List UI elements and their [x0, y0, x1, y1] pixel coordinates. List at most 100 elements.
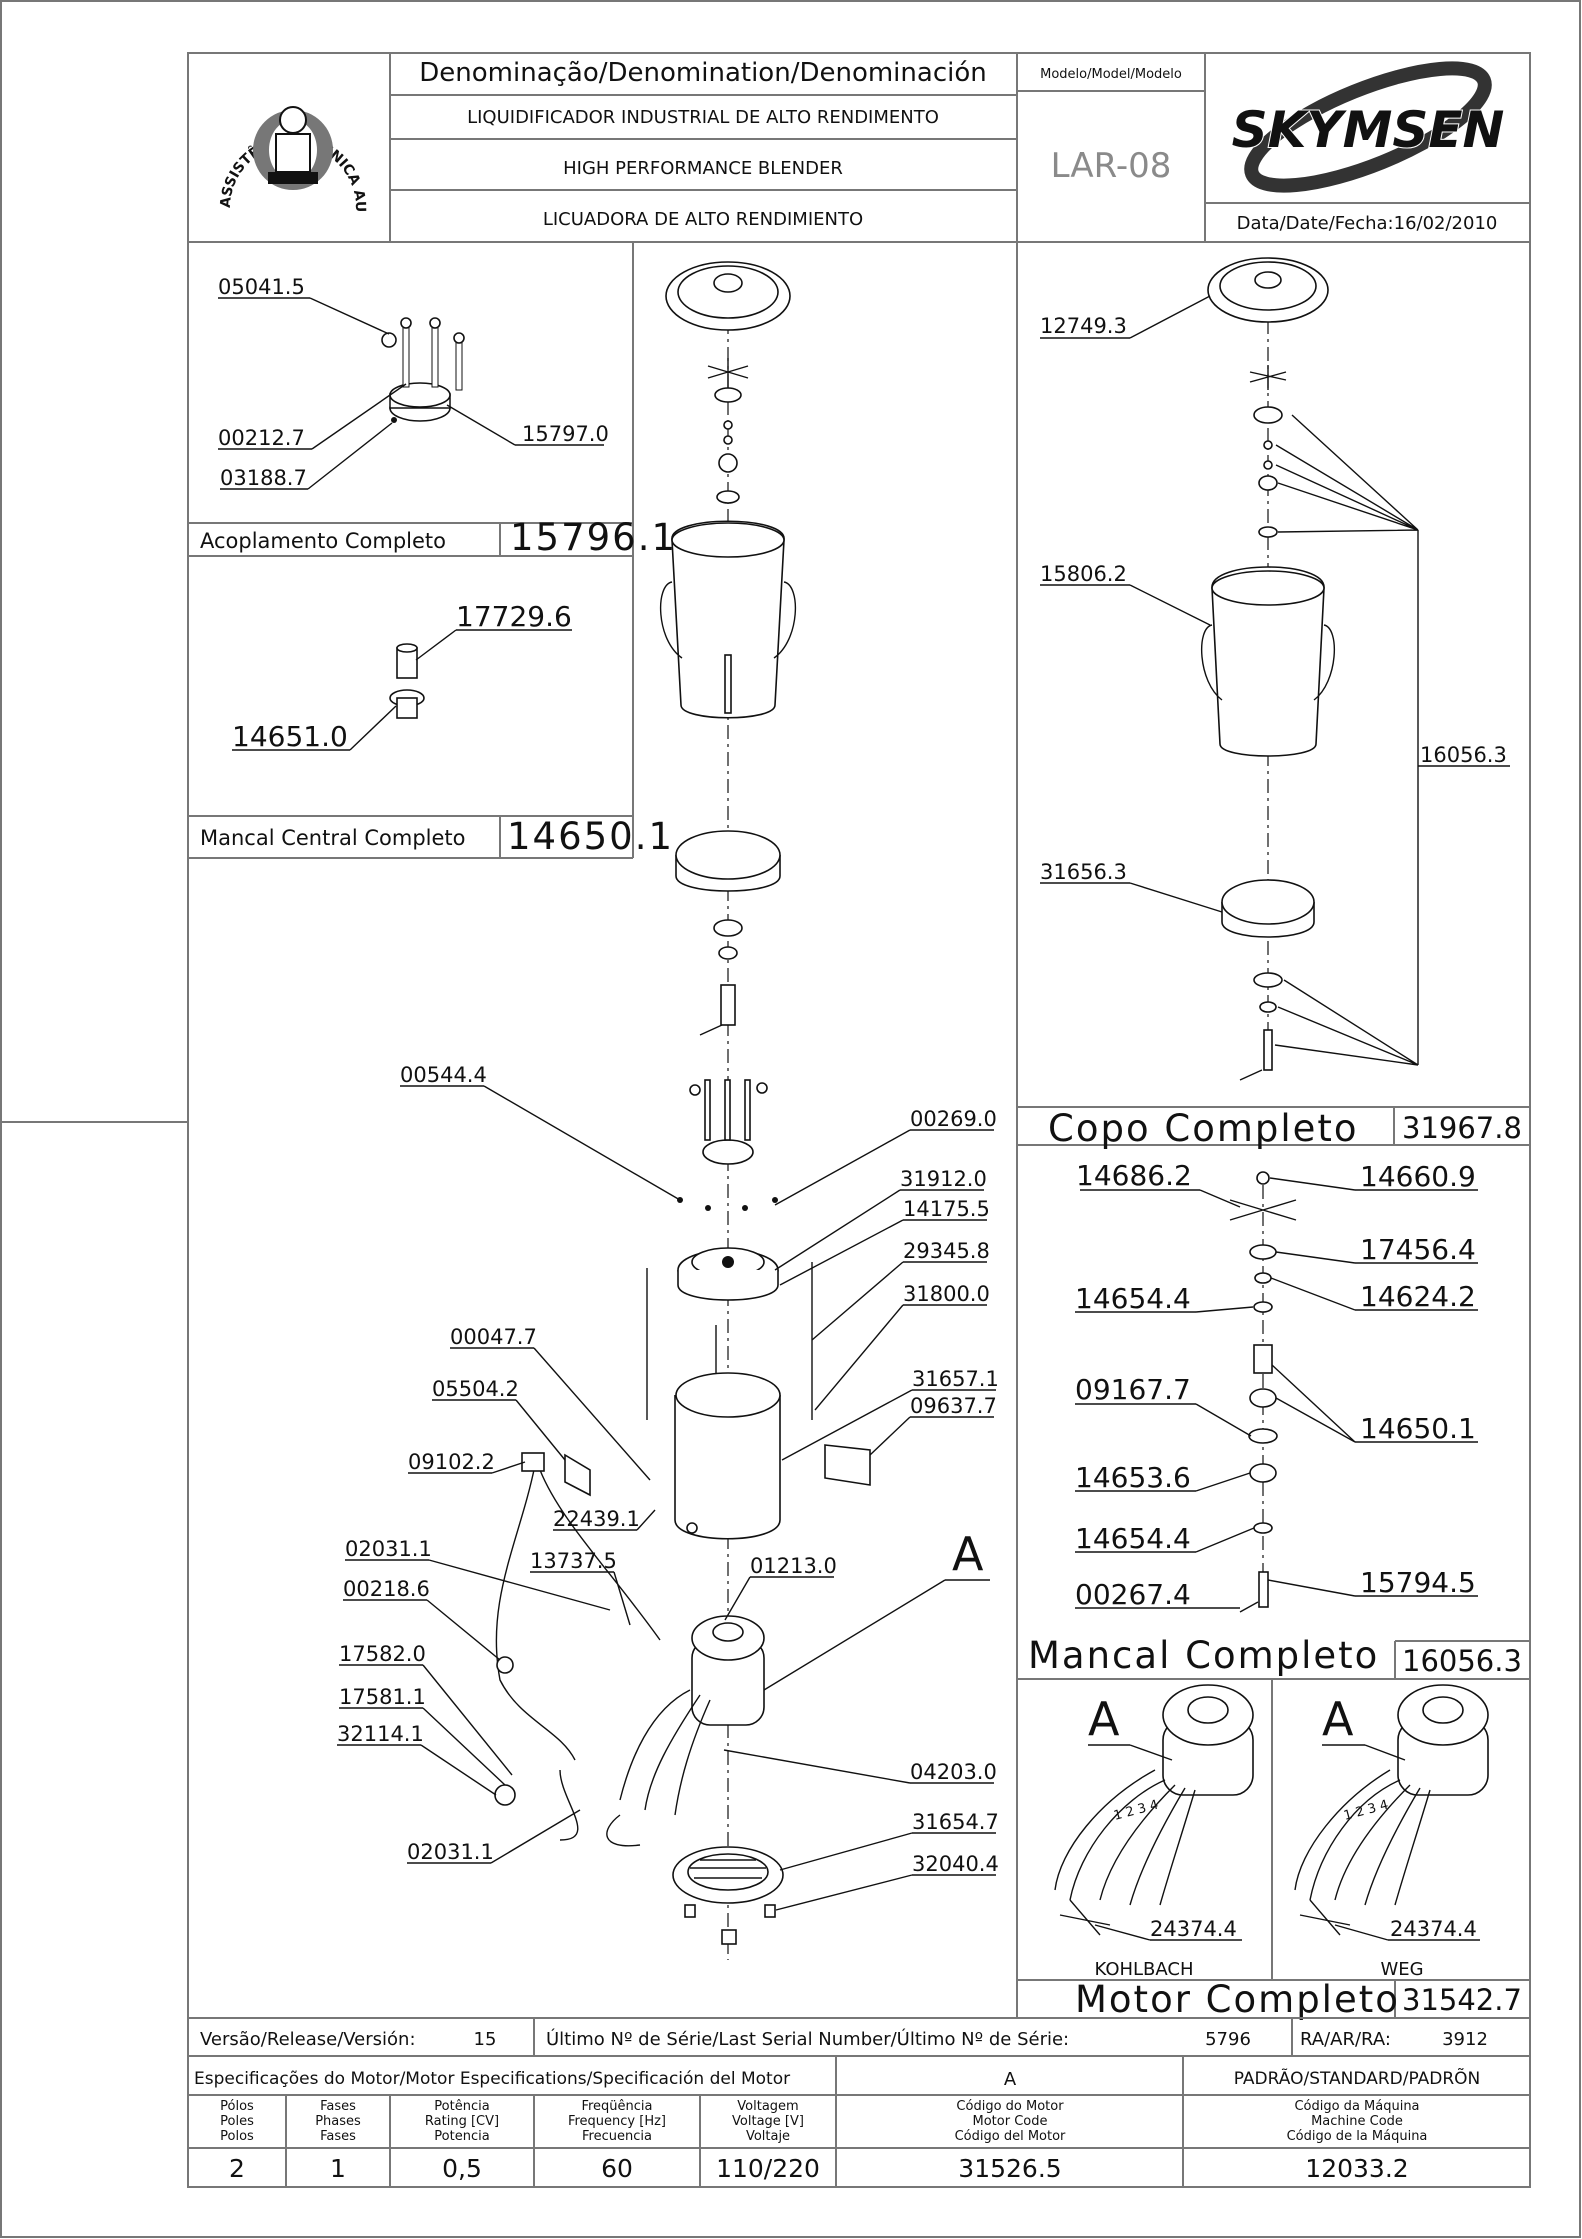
value-phases: 1: [330, 2154, 346, 2183]
model-value: LAR-08: [1051, 146, 1172, 186]
part-14660-9: 14660.9: [1360, 1160, 1476, 1193]
mancal-central-title: Mancal Central Completo: [200, 826, 466, 850]
mancal-central-code: 14650.1: [507, 815, 674, 858]
part-14686-2: 14686.2: [1076, 1159, 1192, 1192]
value-power: 0,5: [442, 2154, 482, 2183]
value-motor-code: 31526.5: [958, 2154, 1061, 2183]
col-voltage-es: Voltaje: [746, 2129, 790, 2144]
wire-numbers-kohlbach: 1 2 3 4: [1112, 1798, 1160, 1824]
main-labels-left: 00544.4 00047.7 05504.2 09102.2 22439.1 …: [337, 1063, 681, 1864]
panel-motor: Motor Completo 31542.7 A 1 2 3 4 24374.4…: [1054, 1684, 1522, 2021]
col-poles-pt: Pólos: [220, 2099, 254, 2114]
part-13737-5: 13737.5: [530, 1549, 617, 1573]
part-00047-7: 00047.7: [450, 1325, 537, 1349]
col-motor-code-es: Código del Motor: [955, 2129, 1066, 2144]
footer-table: Versão/Release/Versión: 15 Último Nº de …: [188, 2017, 1530, 2187]
standard-label: PADRÃO/STANDARD/PADRÕN: [1234, 2067, 1481, 2089]
col-poles-en: Poles: [220, 2114, 254, 2129]
part-16056-3: 16056.3: [1420, 743, 1507, 767]
variant-weg: WEG: [1380, 1959, 1423, 1980]
part-17729-6: 17729.6: [456, 600, 572, 633]
motor-weg-drawing: [1294, 1684, 1489, 1936]
part-05041-5: 05041.5: [218, 275, 305, 299]
part-01213-0: 01213.0: [750, 1554, 837, 1578]
name-en: HIGH PERFORMANCE BLENDER: [563, 158, 843, 179]
part-09637-7: 09637.7: [910, 1394, 997, 1418]
copo-title: Copo Completo: [1048, 1107, 1359, 1150]
panel-copo: Copo Completo 31967.8 12749.3: [1040, 257, 1522, 1150]
part-15794-5: 15794.5: [1360, 1566, 1476, 1599]
col-power-en: Rating [CV]: [425, 2114, 499, 2129]
part-31912-0: 31912.0: [900, 1167, 987, 1191]
col-freq-en: Frequency [Hz]: [568, 2114, 666, 2129]
mancal-drawing: [1229, 1171, 1297, 1613]
serial-label: Último Nº de Série/Last Serial Number/Úl…: [546, 2028, 1069, 2050]
part-24374-4-weg: 24374.4: [1390, 1917, 1477, 1941]
motor-variant: A: [1004, 2069, 1017, 2090]
part-15806-2: 15806.2: [1040, 562, 1127, 586]
motor-marker-a-weg: A: [1322, 1692, 1354, 1746]
part-00212-7: 00212.7: [218, 426, 305, 450]
col-power-pt: Potência: [434, 2099, 489, 2114]
name-es: LICUADORA DE ALTO RENDIMIENTO: [543, 209, 863, 230]
version-label: Versão/Release/Versión:: [200, 2029, 416, 2050]
part-31657-1: 31657.1: [912, 1367, 999, 1391]
motor-code: 31542.7: [1402, 1983, 1522, 2017]
col-machine-code-en: Machine Code: [1311, 2114, 1403, 2129]
denomination-label: Denominação/Denomination/Denominación: [419, 58, 986, 88]
part-24374-4-kohlbach: 24374.4: [1150, 1917, 1237, 1941]
panel-mancal: Mancal Completo 16056.3 14686.2 14654.4 …: [1028, 1159, 1522, 1678]
part-14653-6: 14653.6: [1075, 1461, 1191, 1494]
value-voltage: 110/220: [716, 2154, 820, 2183]
col-freq-es: Frecuencia: [582, 2129, 652, 2144]
mancal-title: Mancal Completo: [1028, 1634, 1379, 1677]
col-machine-code-pt: Código da Máquina: [1294, 2099, 1419, 2114]
part-14624-2: 14624.2: [1360, 1280, 1476, 1313]
part-32114-1: 32114.1: [337, 1722, 424, 1746]
part-17581-1: 17581.1: [339, 1685, 426, 1709]
col-phases-es: Fases: [320, 2129, 356, 2144]
central-bearing-drawing: [389, 643, 425, 719]
part-12749-3: 12749.3: [1040, 314, 1127, 338]
col-poles-es: Polos: [220, 2129, 254, 2144]
variant-kohlbach: KOHLBACH: [1095, 1959, 1194, 1980]
main-exploded-view: [494, 261, 871, 1960]
skymsen-logo: SKYMSEN: [1231, 61, 1505, 193]
main-labels-right: 00269.0 31912.0 14175.5 29345.8 31800.0 …: [723, 1107, 999, 1911]
panel-acoplamento: Acoplamento Completo 15796.1 Mancal Cent…: [188, 242, 677, 859]
acoplamento-code: 15796.1: [510, 516, 677, 559]
part-04203-0: 04203.0: [910, 1760, 997, 1784]
acoplamento-title: Acoplamento Completo: [200, 529, 446, 553]
part-17582-0: 17582.0: [339, 1642, 426, 1666]
coupling-drawing: [381, 317, 465, 423]
part-09102-2: 09102.2: [408, 1450, 495, 1474]
drawing-border: [187, 52, 1531, 2188]
part-14650-1: 14650.1: [1360, 1412, 1476, 1445]
part-32040-4: 32040.4: [912, 1852, 999, 1876]
date-value: Data/Date/Fecha:16/02/2010: [1237, 213, 1498, 234]
part-02031-1-bottom: 02031.1: [407, 1840, 494, 1864]
col-motor-code-pt: Código do Motor: [956, 2099, 1064, 2114]
col-phases-en: Phases: [315, 2114, 361, 2129]
mancal-code: 16056.3: [1402, 1644, 1522, 1678]
col-voltage-en: Voltage [V]: [732, 2114, 804, 2129]
part-14651-0: 14651.0: [232, 720, 348, 753]
brand-text: SKYMSEN: [1232, 101, 1505, 159]
part-31800-0: 31800.0: [903, 1282, 990, 1306]
col-phases-pt: Fases: [320, 2099, 356, 2114]
col-power-es: Potencia: [434, 2129, 489, 2144]
part-00544-4: 00544.4: [400, 1063, 487, 1087]
part-03188-7: 03188.7: [220, 466, 307, 490]
part-09167-7: 09167.7: [1075, 1373, 1191, 1406]
value-poles: 2: [229, 2154, 245, 2183]
version-value: 15: [474, 2029, 497, 2050]
model-label: Modelo/Model/Modelo: [1040, 67, 1182, 82]
motor-marker-a-kohlbach: A: [1088, 1692, 1120, 1746]
copo-code: 31967.8: [1402, 1111, 1522, 1145]
ra-label: RA/AR/RA:: [1300, 2029, 1391, 2050]
value-freq: 60: [601, 2154, 633, 2183]
motor-title: Motor Completo: [1075, 1978, 1400, 2021]
col-motor-code-en: Motor Code: [973, 2114, 1048, 2129]
